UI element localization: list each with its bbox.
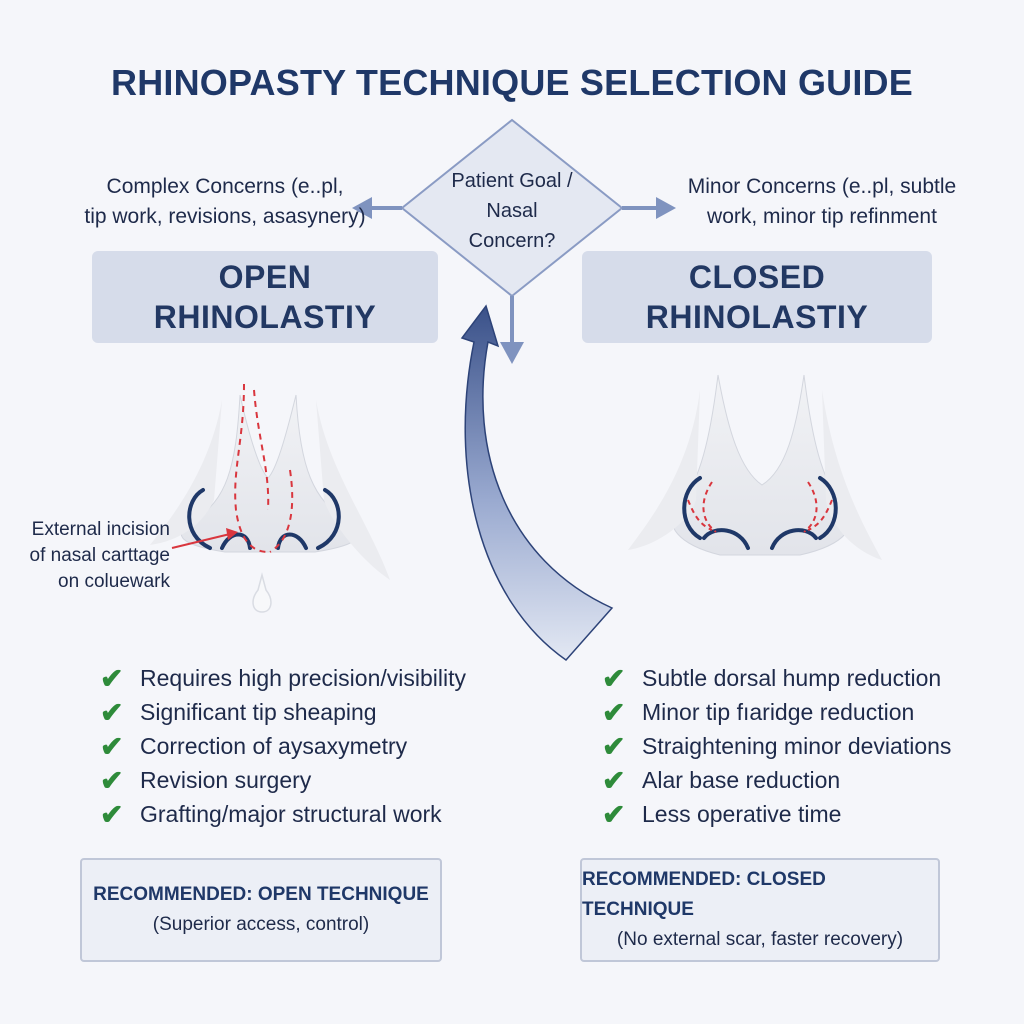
list-item-text: Significant tip sheaping [140,698,377,725]
open-rhinoplasty-box: OPEN RHINOLASTIY [92,251,438,343]
closed-rhinoplasty-nose-illustration [628,374,882,560]
check-icon: ✔ [100,696,124,728]
list-item-text: Correction of aysaxymetry [140,732,408,759]
recommendation-subtitle: (No external scar, faster recovery) [616,929,904,950]
list-item-text: Requires high precision/visibility [140,664,466,691]
concern-line: Minor Concerns (e..pl, subtle [687,175,957,198]
concern-line: work, minor tip refinment [707,205,937,228]
method-line: CLOSED [688,259,826,295]
list-item-text: Straightening minor deviations [642,732,952,759]
arrow-down [500,296,524,364]
recommendation-title: RECOMMENDED: CLOSED TECHNIQUE [582,869,826,920]
decision-label: Patient Goal / Nasal Concern? [432,166,592,256]
open-rhinoplasty-nose-illustration [150,383,390,613]
list-item: ✔ Significant tip sheaping [100,695,520,729]
list-item: ✔ Minor tip fıaridge reduction [602,695,1002,729]
check-icon: ✔ [602,662,626,694]
check-icon: ✔ [100,730,124,762]
check-icon: ✔ [602,764,626,796]
check-icon: ✔ [100,798,124,830]
incision-label: External incision of nasal carttage on c… [10,517,170,595]
list-item-text: Alar base reduction [642,766,841,793]
list-item: ✔ Revision surgery [100,763,520,797]
closed-recommendation-box: RECOMMENDED: CLOSED TECHNIQUE (No extern… [580,858,940,962]
concern-line: tip work, revisions, asasynery) [84,205,366,228]
complex-concerns-label: Complex Concerns (e..pl, tip work, revis… [60,172,390,232]
minor-concerns-label: Minor Concerns (e..pl, subtle work, mino… [672,172,972,232]
list-item: ✔ Correction of aysaxymetry [100,729,520,763]
list-item: ✔ Grafting/major structural work [100,797,520,831]
arrow-right-to-closed [622,197,676,219]
list-item-text: Minor tip fıaridge reduction [642,698,915,725]
list-item-text: Less operative time [642,800,842,827]
closed-checklist: ✔ Subtle dorsal hump reduction ✔ Minor tip… [602,661,1002,831]
decision-line: Concern? [468,230,556,252]
check-icon: ✔ [100,662,124,694]
method-line: RHINOLASTIY [645,299,869,335]
check-icon: ✔ [100,764,124,796]
list-item-text: Grafting/major structural work [140,800,442,827]
check-icon: ✔ [602,696,626,728]
list-item: ✔ Requires high precision/visibility [100,661,520,695]
page-title: RHINOPASTY TECHNIQUE SELECTION GUIDE [111,62,913,103]
check-icon: ✔ [602,730,626,762]
open-checklist: ✔ Requires high precision/visibility ✔ Sig… [100,661,520,831]
recommendation-subtitle: (Superior access, control) [152,914,370,935]
decision-line: Nasal [486,200,538,222]
decision-line: Patient Goal / [451,170,573,192]
list-item-text: Revision surgery [140,766,312,793]
closed-rhinoplasty-box: CLOSED RHINOLASTIY [582,251,932,343]
list-item: ✔ Straightening minor deviations [602,729,1002,763]
open-recommendation-box: RECOMMENDED: OPEN TECHNIQUE (Superior ac… [80,858,442,962]
list-item-text: Subtle dorsal hump reduction [642,664,942,691]
incision-line: of nasal carttage [29,545,170,566]
method-line: OPEN [218,259,312,295]
incision-line: on coluewark [58,571,170,592]
curved-return-arrow [460,304,614,661]
list-item: ✔ Less operative time [602,797,1002,831]
incision-line: External incision [31,519,170,540]
arrow-left-to-open [352,197,402,219]
recommendation-title: RECOMMENDED: OPEN TECHNIQUE [93,884,429,905]
method-line: RHINOLASTIY [153,299,377,335]
concern-line: Complex Concerns (e..pl, [106,175,344,198]
check-icon: ✔ [602,798,626,830]
list-item: ✔ Alar base reduction [602,763,1002,797]
list-item: ✔ Subtle dorsal hump reduction [602,661,1002,695]
